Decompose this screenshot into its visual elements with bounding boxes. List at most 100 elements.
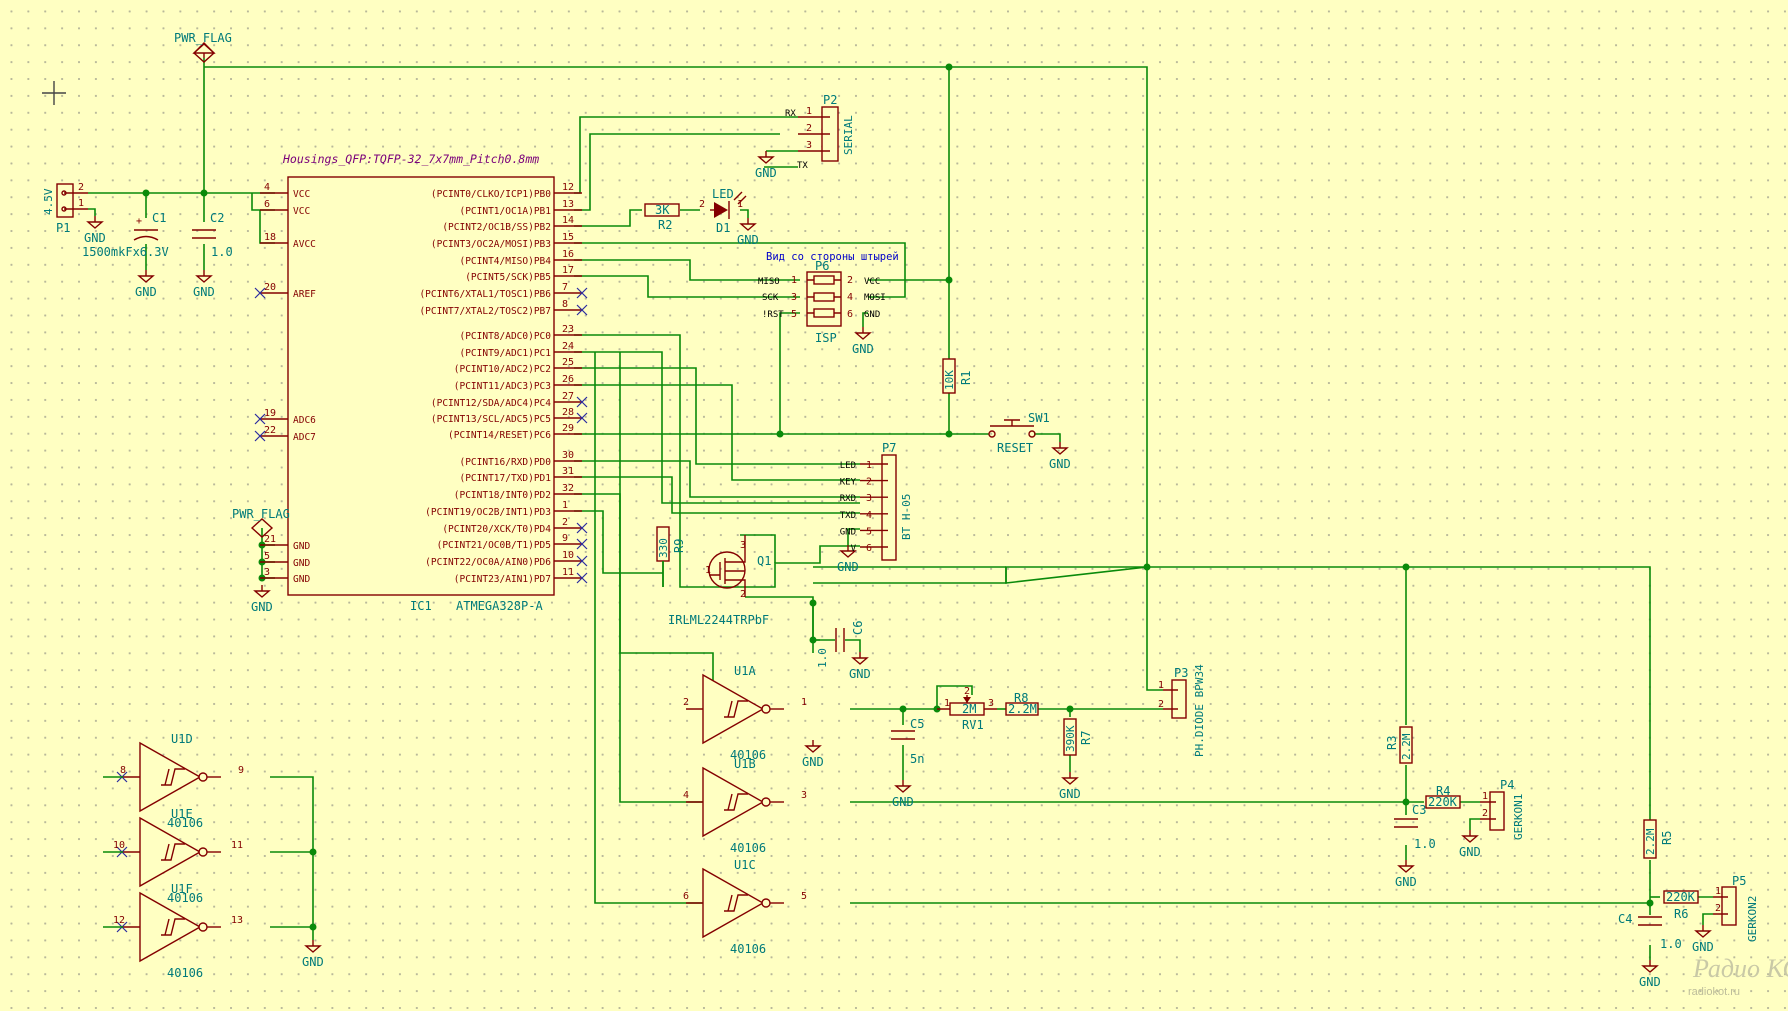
ground-icon: GND	[1059, 772, 1081, 801]
c1-value-label: 1500mkFx6.3V	[82, 245, 169, 259]
p1-value-label: 4.5V	[42, 188, 55, 215]
ic1-pin-num-21: 21	[264, 534, 276, 545]
watermark-line2: radiokot.ru	[1688, 986, 1740, 998]
p6-pin1-label: 1	[791, 275, 797, 286]
ic1-pin-name-19: ADC6	[293, 415, 316, 426]
u1f-in-pin: 12	[113, 915, 125, 926]
ground-icon: GND	[802, 740, 824, 769]
rv1-pin1-label: 1	[944, 698, 950, 709]
p6-gnd-label: GND	[864, 310, 880, 320]
ic1-pin-name-24: (PCINT9/ADC1)PC1	[459, 348, 551, 359]
gnd-label: GND	[1059, 787, 1081, 801]
rv1-potentiometer[interactable]: 2M 1 2 3 RV1	[937, 686, 997, 732]
p2-pin2-label: 2	[806, 123, 812, 134]
ic1-pin-name-32: (PCINT18/INT0)PD2	[454, 490, 551, 501]
sw1-reset-button[interactable]: SW1 RESET	[988, 411, 1050, 455]
c5-capacitor[interactable]: C5 5n	[891, 717, 924, 766]
ic1-pin-name-7: (PCINT6/XTAL1/TOSC1)PB6	[419, 289, 551, 300]
d1-led[interactable]: 2 1 LED D1	[699, 187, 747, 235]
p2-ref-label: P2	[823, 93, 837, 107]
r9-value-label: 330	[657, 538, 670, 558]
ic1-pin-name-25: (PCINT10/ADC2)PC2	[454, 364, 551, 375]
ic1-pin-num-7: 7	[562, 282, 568, 293]
p6-isp-connector[interactable]: Вид со стороны штырей P6 ISP MISO 1 SCK …	[758, 251, 899, 345]
u1a-ref-label: U1A	[734, 664, 756, 678]
r3-resistor[interactable]: 2.2M R3	[1385, 726, 1413, 764]
ic1-pin-num-12: 12	[562, 182, 574, 193]
ic1-pin-num-22: 22	[264, 425, 276, 436]
ic1-pin-name-6: VCC	[293, 206, 310, 217]
q1-mosfet[interactable]: 3 1 2 Q1 IRLML2244TRPbF	[668, 535, 771, 627]
r5-resistor[interactable]: 2.2M R5	[1643, 819, 1674, 859]
c6-capacitor[interactable]: C6 1.0	[816, 621, 865, 668]
ic1-pin-name-26: (PCINT11/ADC3)PC3	[454, 381, 551, 392]
p3-photodiode-connector[interactable]: 1 2 P3 PH.DIODE BPW34	[1158, 664, 1206, 757]
r7-ref-label: R7	[1079, 731, 1093, 745]
c5-ref-label: C5	[910, 717, 924, 731]
ic1-pin-num-15: 15	[562, 232, 574, 243]
ic1-right-pins: 12(PCINT0/CLKO/ICP1)PB013(PCINT1/OC1A)PB…	[419, 182, 588, 585]
c2-capacitor[interactable]: C2 1.0	[192, 211, 233, 259]
gnd-label: GND	[755, 166, 777, 180]
ic1-pin-name-28: (PCINT13/SCL/ADC5)PC5	[431, 414, 551, 425]
p2-serial-connector[interactable]: 1 2 3 RX TX P2 SERIAL	[785, 93, 855, 171]
u1e-value-label: 40106	[167, 891, 203, 905]
p7-pin-num-2: 2	[866, 477, 872, 488]
p1-pin2-label: 2	[78, 182, 84, 193]
ground-icon: GND	[837, 545, 859, 574]
q1-ref-label: Q1	[757, 554, 771, 568]
r8-resistor[interactable]: 2.2M R8	[1005, 691, 1039, 716]
c6-value-label: 1.0	[816, 648, 829, 668]
c1-capacitor[interactable]: + C1 1500mkFx6.3V	[82, 211, 169, 259]
ic1-atmega328p[interactable]: Housings_QFP:TQFP-32_7x7mm_Pitch0.8mm IC…	[254, 152, 588, 613]
junctions	[142, 63, 1654, 931]
u1f-value-label: 40106	[167, 966, 203, 980]
ic1-pin-num-14: 14	[562, 215, 574, 226]
p6-pin6-label: 6	[847, 309, 853, 320]
ground-icon: GND	[135, 270, 157, 299]
c4-capacitor[interactable]: C4 1.0	[1618, 912, 1682, 951]
r6-resistor[interactable]: 220K R6	[1663, 890, 1699, 921]
c3-capacitor[interactable]: C3 1.0	[1394, 803, 1436, 851]
ic1-pin-name-4: VCC	[293, 189, 310, 200]
r3-ref-label: R3	[1385, 736, 1399, 750]
p4-gerkon1-connector[interactable]: 1 2 P4 GERKON1	[1480, 778, 1525, 840]
ground-icon: GND	[849, 652, 871, 681]
ic1-pin-num-10: 10	[562, 550, 574, 561]
p7-pin-name-4: TXD	[840, 511, 856, 521]
p2-pin3-label: 3	[806, 140, 812, 151]
ic1-pin-num-27: 27	[562, 391, 574, 402]
ic1-pin-num-26: 26	[562, 374, 574, 385]
ic1-pin-name-29: (PCINT14/RESET)PC6	[448, 430, 551, 441]
r4-resistor[interactable]: 220K R4	[1425, 784, 1461, 809]
no-connect-icon	[576, 572, 588, 584]
p7-pin-num-1: 1	[866, 460, 872, 471]
p7-pin-num-6: 6	[866, 543, 872, 554]
q1-pin2-label: 2	[740, 589, 746, 600]
r2-resistor[interactable]: 3K R2	[644, 203, 680, 232]
ic1-pin-name-8: (PCINT7/XTAL2/TOSC2)PB7	[419, 306, 551, 317]
no-connect-icon	[576, 396, 588, 408]
ic1-pin-num-20: 20	[264, 282, 276, 293]
p5-gerkon2-connector[interactable]: 1 2 P5 GERKON2	[1713, 874, 1759, 942]
d1-ref-label: D1	[716, 221, 730, 235]
r9-resistor[interactable]: 330 R9	[656, 526, 686, 587]
ic1-pin-name-14: (PCINT2/OC1B/SS)PB2	[442, 222, 551, 233]
p6-vcc-label: VCC	[864, 277, 880, 287]
ground-icon: GND	[737, 218, 759, 247]
pwr-flag-top[interactable]: PWR_FLAG	[174, 31, 232, 63]
r1-resistor[interactable]: 10K R1	[942, 358, 973, 394]
p2-tx-label: TX	[797, 161, 808, 171]
u1b-ref-label: U1B	[734, 757, 756, 771]
pwr-flag-mid[interactable]: PWR_FLAG	[232, 507, 290, 538]
p1-connector[interactable]: 2 1 P1 4.5V	[42, 182, 88, 235]
no-connect-icon	[576, 412, 588, 424]
r7-resistor[interactable]: 390K R7	[1063, 718, 1093, 756]
